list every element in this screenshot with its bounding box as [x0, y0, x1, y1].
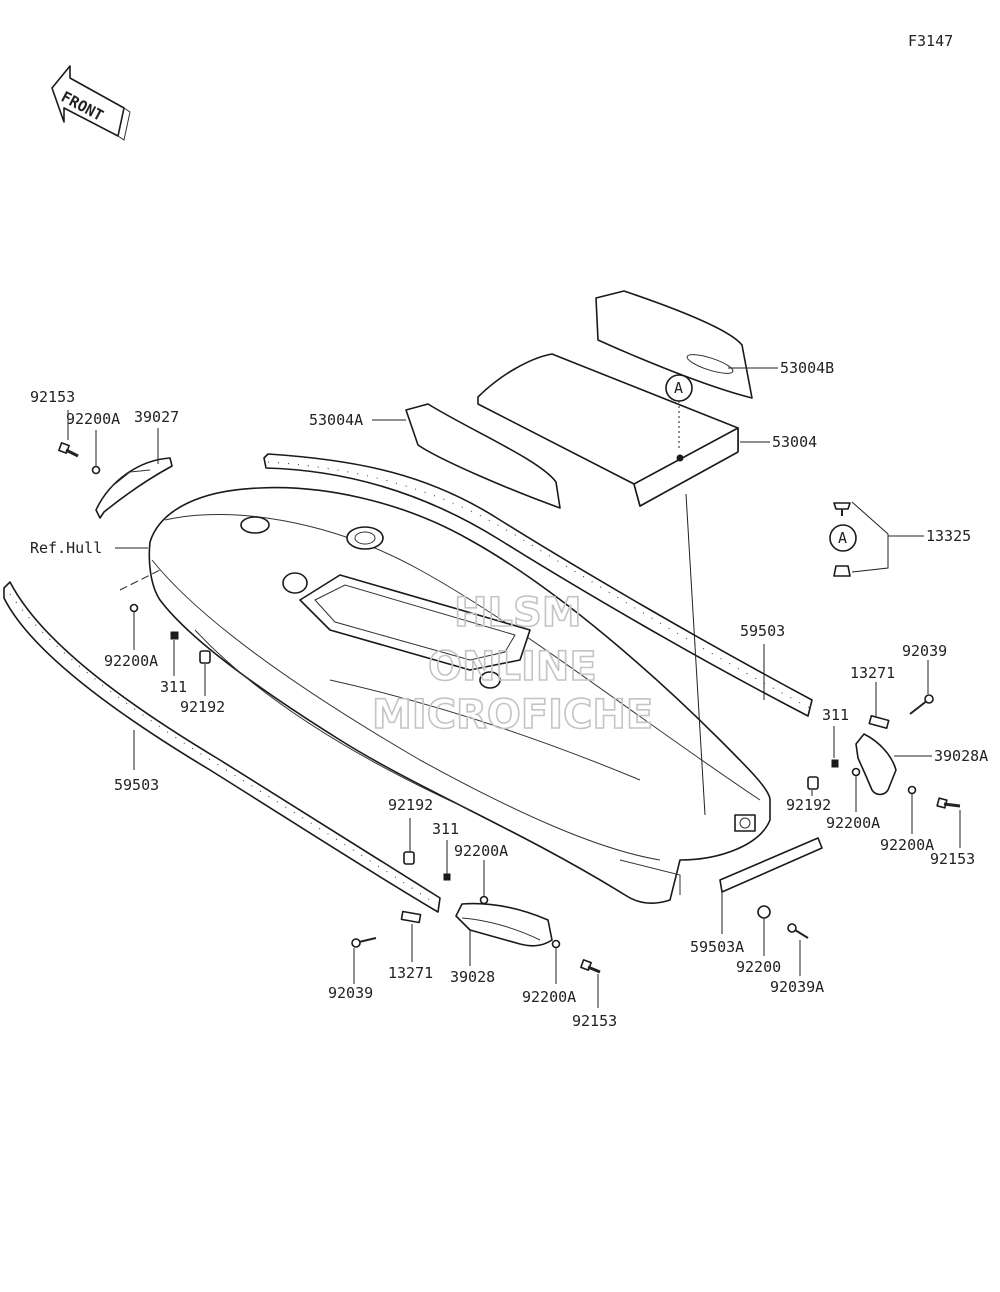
- washer-92200A-tl: [91, 465, 101, 475]
- label-53004A: 53004A: [309, 411, 363, 429]
- label-311-c: 311: [432, 820, 459, 838]
- label-59503A: 59503A: [690, 938, 744, 956]
- label-92200A-tl: 92200A: [66, 410, 120, 428]
- washer-92200A-r2: [907, 785, 917, 795]
- rivet-92039-r: [909, 694, 934, 715]
- washer-92200A-l: [129, 603, 139, 613]
- front-arrow-icon: FRONT: [51, 65, 131, 141]
- label-59503-l: 59503: [114, 776, 159, 794]
- rubrail-rear: [719, 837, 823, 893]
- nut-311-c: [443, 873, 451, 881]
- washer-92200A-c1: [479, 895, 489, 905]
- watermark-line-2: ONLINE: [428, 644, 597, 690]
- figure-code: F3147: [908, 32, 953, 50]
- rubrail-left: [3, 581, 441, 913]
- label-13271-r: 13271: [850, 664, 895, 682]
- watermark-line-1: HLSM: [454, 590, 582, 636]
- label-92200: 92200: [736, 958, 781, 976]
- nut-311-l: [170, 631, 179, 640]
- watermark-line-3: MICROFICHE: [372, 692, 653, 738]
- washer-92200A-c2: [551, 939, 561, 949]
- label-13325: 13325: [926, 527, 971, 545]
- mat-53004B: [595, 290, 753, 399]
- clip-13271-r: [868, 715, 890, 729]
- label-311-l: 311: [160, 678, 187, 696]
- callout-a-right: [829, 524, 857, 552]
- bracket-39027: [95, 457, 173, 519]
- mat-53004A: [405, 403, 561, 509]
- label-92153-c: 92153: [572, 1012, 617, 1030]
- nut-311-r: [831, 759, 839, 768]
- bracket-39028: [455, 902, 553, 947]
- rivet-92039-c: [351, 937, 377, 948]
- fastener-13325: [833, 502, 851, 577]
- mat-53004: [477, 353, 739, 507]
- label-39028A: 39028A: [934, 747, 988, 765]
- label-39027: 39027: [134, 408, 179, 426]
- label-92192-r: 92192: [786, 796, 831, 814]
- label-59503-r: 59503: [740, 622, 785, 640]
- bracket-39028A: [855, 733, 897, 796]
- watermark: HLSM ONLINE MICROFICHE: [371, 589, 654, 739]
- spacer-92192-r: [807, 776, 819, 790]
- spacer-92192-l: [199, 650, 211, 664]
- label-92200A-l: 92200A: [104, 652, 158, 670]
- label-92200A-r1: 92200A: [826, 814, 880, 832]
- rubrail-right: [263, 453, 813, 717]
- label-92200A-c1: 92200A: [454, 842, 508, 860]
- label-ref-hull: Ref.Hull: [30, 539, 102, 557]
- label-13271-c: 13271: [388, 964, 433, 982]
- label-311-r: 311: [822, 706, 849, 724]
- label-92192-c: 92192: [388, 796, 433, 814]
- callout-a-right-label: A: [838, 529, 847, 547]
- label-92153-tl: 92153: [30, 388, 75, 406]
- clip-13271-c: [400, 910, 422, 924]
- washer-92200A-r1: [851, 767, 861, 777]
- label-92200A-r2: 92200A: [880, 836, 934, 854]
- spacer-92192-c: [403, 851, 415, 865]
- label-39028: 39028: [450, 968, 495, 986]
- hull-body: [148, 486, 771, 905]
- label-53004: 53004: [772, 433, 817, 451]
- rivet-92039A: [787, 923, 809, 939]
- label-92039-c: 92039: [328, 984, 373, 1002]
- bolt-92153-r: [936, 797, 961, 809]
- label-92200A-c2: 92200A: [522, 988, 576, 1006]
- bolt-92153-c: [580, 959, 601, 974]
- label-92039-r: 92039: [902, 642, 947, 660]
- bolt-92153-tl: [58, 442, 79, 458]
- leader-lines: [67, 367, 961, 1008]
- washer-92200: [757, 905, 771, 919]
- label-92192-l: 92192: [180, 698, 225, 716]
- callout-a-top-label: A: [674, 379, 683, 397]
- label-53004B: 53004B: [780, 359, 834, 377]
- label-92153-r: 92153: [930, 850, 975, 868]
- label-92039A: 92039A: [770, 978, 824, 996]
